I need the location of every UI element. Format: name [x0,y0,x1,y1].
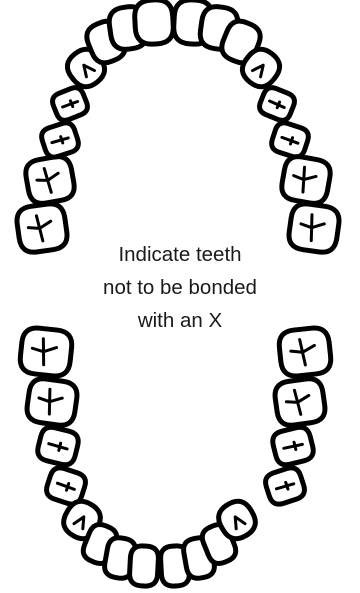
upper-tooth-8[interactable] [134,0,174,45]
upper-tooth-2[interactable] [24,154,77,205]
upper-arch [15,0,341,254]
upper-tooth-3[interactable] [39,120,81,159]
instruction-text: Indicate teeth not to be bonded with an … [0,238,360,337]
lower-arch [19,327,333,587]
lower-tooth-2[interactable] [25,377,79,427]
upper-tooth-4[interactable] [50,85,90,123]
lower-tooth-15[interactable] [273,377,327,427]
upper-tooth-14[interactable] [269,120,311,159]
lower-tooth-3[interactable] [35,425,80,467]
lower-tooth-14[interactable] [270,425,315,467]
lower-tooth-13[interactable] [263,465,307,507]
incisor-outline [134,0,174,45]
lower-tooth-8[interactable] [129,545,159,586]
upper-tooth-13[interactable] [257,85,297,123]
incisor-outline [129,545,159,586]
upper-tooth-15[interactable] [280,154,333,205]
